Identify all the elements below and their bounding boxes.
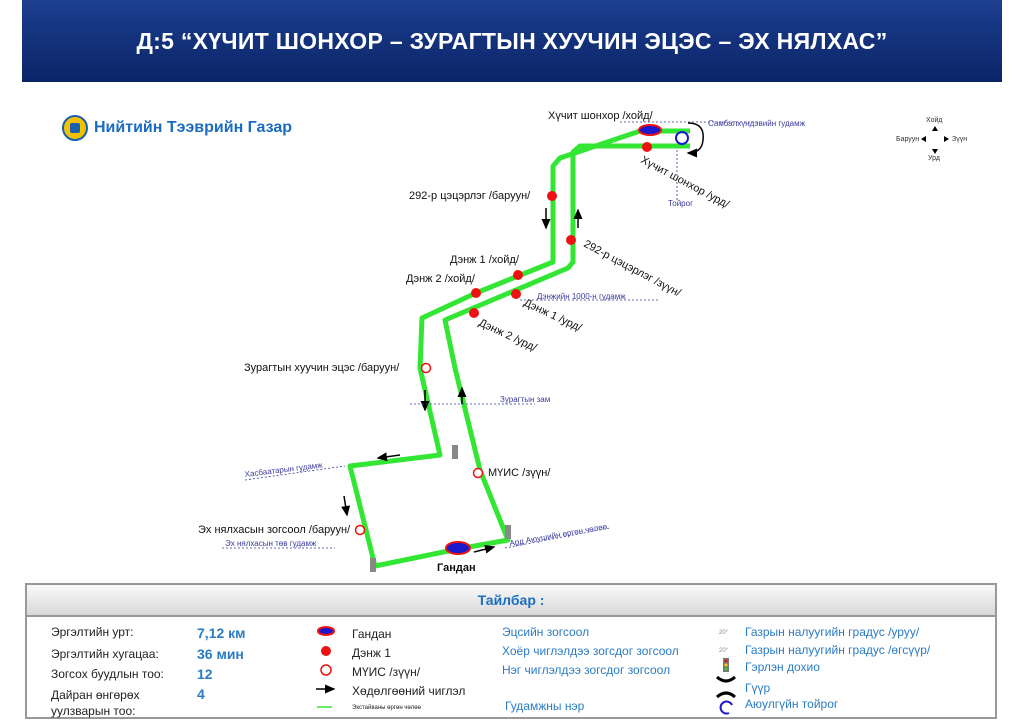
stop-label: 292-р цэцэрлэг /зүүн/ bbox=[582, 238, 684, 300]
route-map: Хүчит шонхор /хойд/ Хүчит шонхор /урд/ 2… bbox=[198, 110, 967, 574]
stop-labels: Хүчит шонхор /хойд/ Хүчит шонхор /урд/ 2… bbox=[198, 110, 732, 574]
traffic-light-icon bbox=[370, 445, 511, 572]
hollow-stop-icon bbox=[320, 664, 332, 676]
legend-type: Нэг чиглэлдээ зогсдог зогсоол bbox=[502, 663, 671, 677]
stop-label: Гандан bbox=[437, 562, 476, 574]
street-label: Ард Аюушийн өргөн чөлөө bbox=[509, 522, 609, 548]
logo-text: Нийтийн Тээврийн Газар bbox=[94, 119, 293, 136]
stat-label: Зогсох буудлын тоо: bbox=[51, 667, 164, 681]
stop-label: Дэнж 1 /хойд/ bbox=[450, 254, 520, 266]
stop-label: Дэнж 1 /урд/ bbox=[522, 297, 585, 335]
street-label: Дэнжийн 1000-н гудамж bbox=[537, 292, 626, 301]
street-label: Эх нялхасын төв гудамж bbox=[225, 539, 317, 548]
stop-label: Дэнж 2 /урд/ bbox=[477, 317, 540, 355]
legend-icon-label: Гүүр bbox=[745, 681, 771, 695]
logo-emblem-icon bbox=[62, 115, 88, 141]
stat-value: 12 bbox=[197, 666, 213, 682]
slope-down-icon: 20° bbox=[719, 630, 729, 636]
legend-type: Гудамжны нэр bbox=[505, 699, 585, 713]
terminal-icon bbox=[317, 626, 335, 636]
stat-label: Эргэлтийн хугацаа: bbox=[51, 647, 159, 661]
stop-markers bbox=[354, 124, 689, 572]
legend-icon-label: Газрын налуугийн градус /уруу/ bbox=[745, 625, 920, 639]
stop-label: Зурагтын хуучин эцэс /баруун/ bbox=[244, 362, 400, 374]
stop-icon bbox=[321, 646, 331, 656]
legend-item: Гандан bbox=[352, 627, 392, 641]
street-label: Тойрог bbox=[668, 199, 693, 208]
bridge-icon bbox=[716, 675, 736, 699]
legend-item: МҮИС /зүүн/ bbox=[352, 665, 421, 679]
legend-icon-label: Газрын налуугийн градус /өгсүүр/ bbox=[745, 643, 931, 657]
legend-item: Дэнж 1 bbox=[352, 646, 391, 660]
stat-label: Эргэлтийн урт: bbox=[51, 625, 134, 639]
stat-value: 4 bbox=[197, 686, 205, 702]
roundabout-icon bbox=[675, 131, 689, 145]
street-lines bbox=[222, 121, 760, 549]
traffic-light-icon bbox=[723, 658, 729, 672]
stop-label: 292-р цэцэрлэг /баруун/ bbox=[409, 190, 531, 202]
logo: Нийтийн Тээврийн Газар bbox=[62, 115, 292, 141]
page-title: Д:5 “ХҮЧИТ ШОНХОР – ЗУРАГТЫН ХУУЧИН ЭЦЭС… bbox=[136, 27, 888, 54]
stop-label: Эх нялхасын зогсоол /баруун/ bbox=[198, 524, 351, 536]
legend-item: Экстайваны өргөн чөлөө bbox=[352, 705, 421, 711]
street-label: Самбалхүндэвийн гудамж bbox=[708, 119, 806, 128]
compass: Хойд Урд Баруун Зүүн bbox=[896, 116, 967, 162]
street-label: Хасбаатарын гудамж bbox=[244, 460, 324, 479]
stat-value: 36 мин bbox=[197, 646, 244, 662]
legend-icon-label: Аюулгүйн тойрог bbox=[745, 697, 839, 711]
stat-label: Дайран өнгөрөх уулзварын тоо: bbox=[51, 688, 140, 718]
stop-label: Хүчит шонхор /хойд/ bbox=[548, 110, 654, 122]
street-label: Зурагтын зам bbox=[500, 395, 550, 404]
stat-value: 7,12 км bbox=[197, 625, 246, 641]
roundabout-icon bbox=[719, 700, 733, 715]
stop-label: Дэнж 2 /хойд/ bbox=[406, 273, 476, 285]
legend-item: Хөдөлгөөний чиглэл bbox=[352, 684, 466, 698]
compass-south: Урд bbox=[928, 155, 940, 162]
legend-type: Хоёр чиглэлдээ зогсдог зогсоол bbox=[502, 644, 679, 658]
compass-west: Баруун bbox=[896, 136, 919, 143]
legend-panel: Тайлбар : Эргэлтийн урт: 7,12 км Эргэлти… bbox=[25, 583, 997, 719]
legend-title: Тайлбар : bbox=[27, 585, 995, 617]
legend-type: Эцсийн зогсоол bbox=[502, 625, 590, 639]
slope-up-icon: 20° bbox=[719, 648, 729, 654]
legend-symbols bbox=[316, 626, 336, 708]
compass-north: Хойд bbox=[926, 116, 942, 124]
compass-east: Зүүн bbox=[952, 136, 967, 143]
stop-label: МҮИС /зүүн/ bbox=[488, 467, 551, 479]
header-banner: Д:5 “ХҮЧИТ ШОНХОР – ЗУРАГТЫН ХУУЧИН ЭЦЭС… bbox=[22, 0, 1002, 82]
direction-arrows bbox=[341, 122, 704, 554]
legend-icons: 20° 20° bbox=[716, 630, 736, 715]
legend-icon-label: Гэрлэн дохио bbox=[745, 660, 820, 674]
